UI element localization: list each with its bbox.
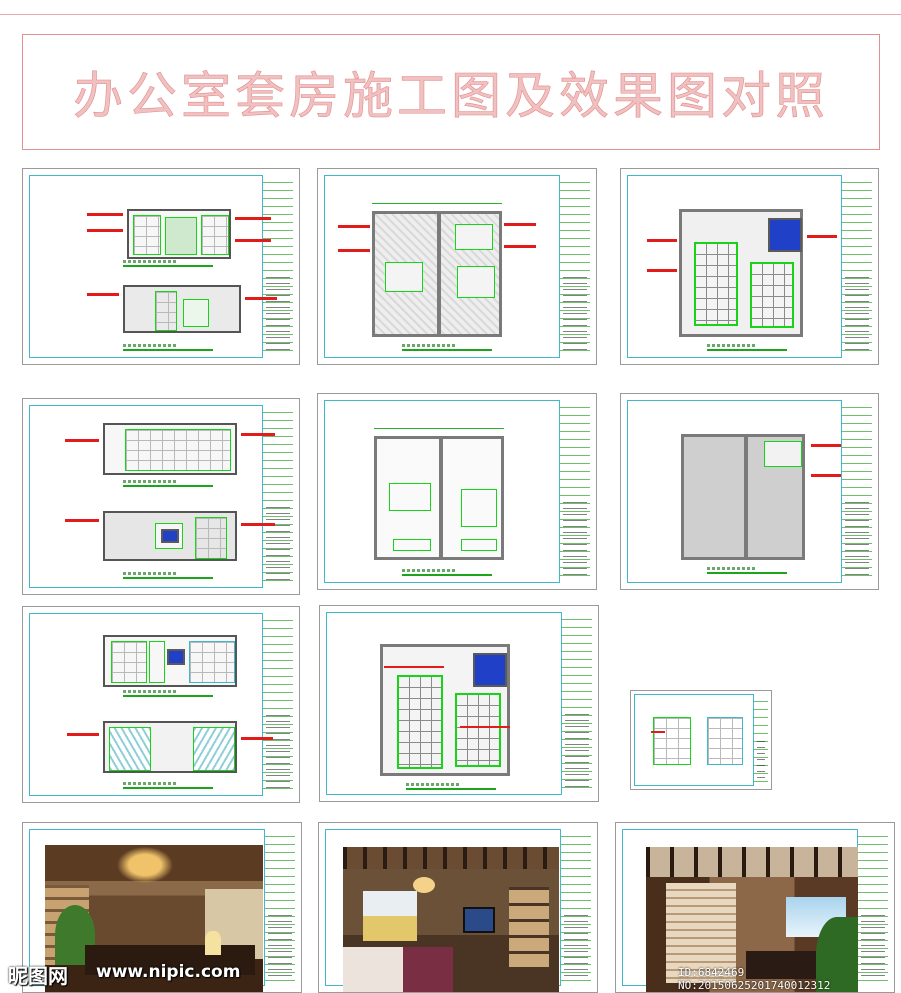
title-banner: 办公室套房施工图及效果图对照 (22, 34, 880, 150)
office-rendering-image-2 (646, 847, 858, 992)
sheet-elevation-3[interactable] (22, 606, 300, 803)
elevation-upper (103, 423, 237, 475)
elevation-lower (123, 285, 241, 333)
title-block (841, 400, 872, 583)
watermark-id: ID:6842469 NO:20150625201740012312 (678, 966, 831, 992)
sheet-rendering-2[interactable] (318, 822, 598, 993)
sheet-detail-small[interactable] (630, 690, 772, 790)
drawing-caption (123, 260, 213, 267)
detail-elevation (653, 717, 691, 765)
elevation-lower (103, 511, 237, 561)
title-block (264, 829, 295, 986)
sheet-elevation-2[interactable] (22, 398, 300, 595)
sheet-lighting-plan[interactable] (319, 605, 599, 802)
watermark-url: www.nipic.com (96, 962, 241, 982)
title-block (559, 400, 590, 583)
sheet-rendering-1[interactable] (22, 822, 302, 993)
title-block (559, 175, 590, 358)
floor-plan (681, 434, 805, 560)
sheet-elevation-1[interactable] (22, 168, 300, 365)
title-block (753, 694, 768, 786)
sheet-rendering-3[interactable] (615, 822, 895, 993)
sheet-ceiling-plan-1[interactable] (620, 168, 879, 365)
page-title: 办公室套房施工图及效果图对照 (73, 67, 829, 126)
office-rendering-image (45, 845, 263, 992)
sheet-furniture-plan-2[interactable] (317, 393, 597, 590)
elevation-lower (103, 721, 237, 773)
sheet-floor-plan[interactable] (620, 393, 879, 590)
room-plan (374, 436, 504, 560)
detail-section (707, 717, 743, 765)
top-rule (0, 14, 901, 15)
room-plan (372, 211, 502, 337)
lighting-plan (380, 644, 510, 776)
watermark-logo: 昵图网 (8, 964, 68, 988)
ceiling-plan (679, 209, 803, 337)
title-block (560, 829, 591, 986)
title-block (262, 175, 293, 358)
elevation-upper (103, 635, 237, 687)
title-block (841, 175, 872, 358)
title-block (561, 612, 592, 795)
elevation-upper (127, 209, 231, 259)
bedroom-rendering-image (343, 847, 559, 992)
sheet-furniture-plan-1[interactable] (317, 168, 597, 365)
title-block (857, 829, 888, 986)
title-block (262, 613, 293, 796)
